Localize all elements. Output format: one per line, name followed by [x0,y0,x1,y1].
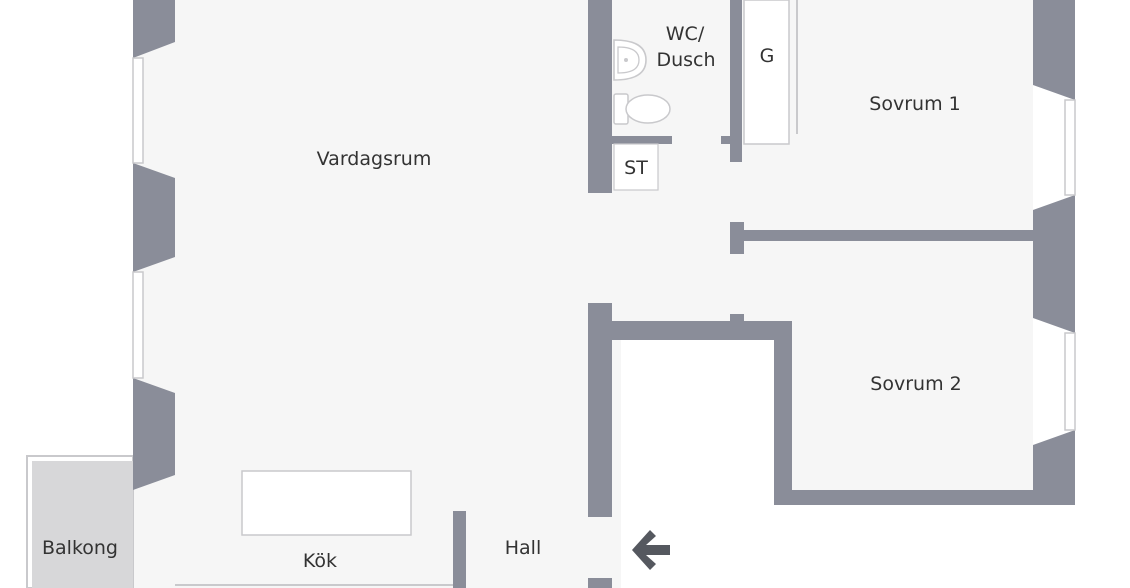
wall-kok-hall [453,511,466,588]
window-left-1 [132,57,144,164]
window-right-2 [1064,332,1076,431]
floor-sovrum2 [790,240,1033,490]
sink-icon [613,39,647,81]
label-wc-line2: Dusch [656,49,715,71]
label-kok: Kök [303,550,337,572]
wall-right-1 [1033,0,1075,100]
label-st: ST [624,157,648,179]
walls [132,0,1076,588]
wall-hall-bottom-stub [588,578,612,588]
label-sovrum1: Sovrum 1 [869,93,960,115]
balcony [26,455,134,588]
label-g: G [760,45,775,67]
label-wc-line1: WC/ [666,23,705,45]
kitchen-island [241,470,412,536]
wall-right-3 [1033,430,1075,505]
closet-g [743,0,790,145]
balcony-floor [32,461,133,588]
wall-corridor-bottom [612,321,792,340]
wall-wc-bottom [612,136,672,144]
room-labels: Vardagsrum WC/ Dusch G ST Sovrum 1 Sovru… [42,23,962,572]
label-sovrum2: Sovrum 2 [870,373,961,395]
wall-hall-left [588,303,612,517]
wall-corridor-top-stub [730,222,744,254]
wall-sovrum2-bottom [774,490,1075,505]
toilet-icon [613,93,671,125]
storage-st [613,143,659,191]
label-hall: Hall [505,537,542,559]
fixtures [175,0,798,586]
label-balkong: Balkong [42,537,118,559]
wall-sovrum2-left [774,321,792,505]
label-vardagsrum: Vardagsrum [317,148,432,170]
wall-wc-left [588,0,612,193]
wall-left-3 [133,378,175,490]
window-right-1 [1064,99,1076,196]
wall-right-2 [1033,195,1075,333]
wall-between-bedrooms [744,230,1033,241]
wall-wc-right [730,0,742,162]
wall-left-2 [133,163,175,272]
window-left-2 [132,271,144,379]
wall-left-1 [133,0,175,58]
wall-wc-right-stub [721,136,733,144]
left-arrow-icon [632,530,670,570]
wall-door-stub [730,314,744,324]
